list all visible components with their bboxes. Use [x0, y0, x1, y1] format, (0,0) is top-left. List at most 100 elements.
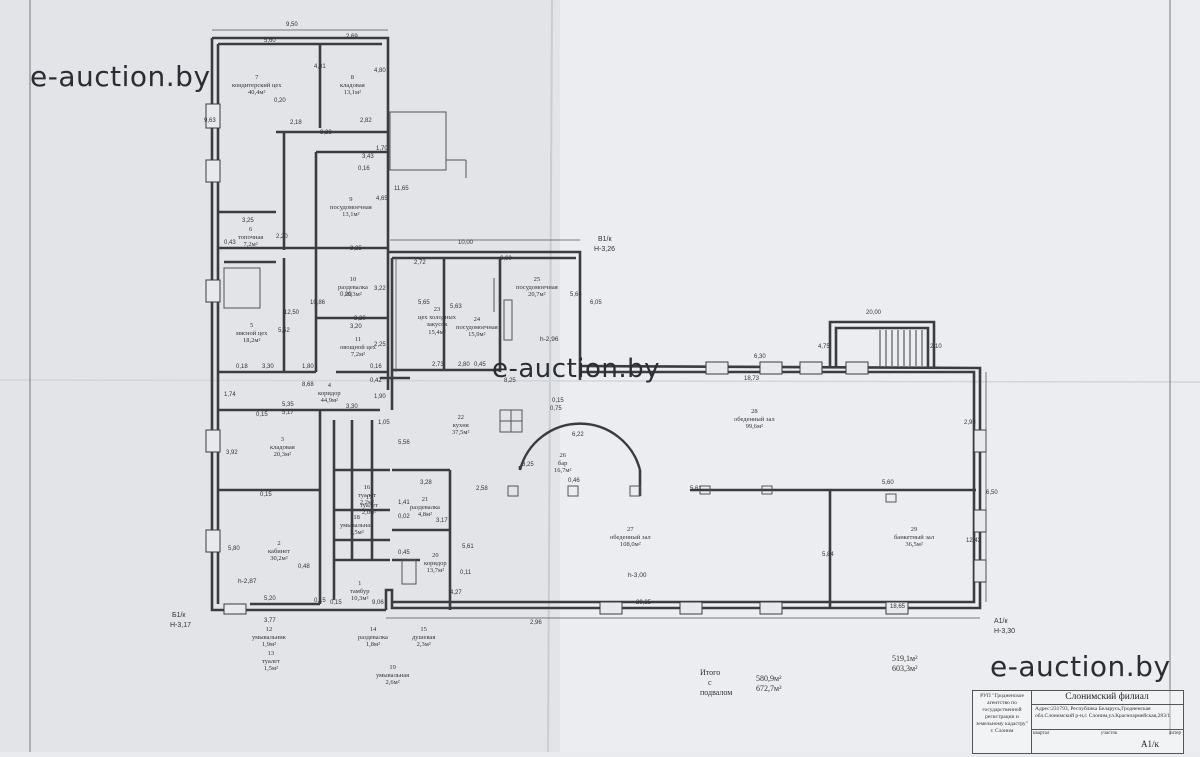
dimension-label: 6,05	[590, 300, 602, 306]
dimension-label: 0,46	[568, 478, 580, 484]
room-label-line: раздевалка	[358, 633, 388, 641]
room-label-line: 1,9м²	[261, 641, 277, 648]
room-label-line: 24	[473, 316, 481, 323]
dimension-label: 1,90	[374, 394, 386, 400]
dimension-label: 1,70	[376, 146, 388, 152]
room-label-line: кондитерский цех	[232, 81, 282, 89]
room-label-line: посудомоечная	[516, 283, 558, 291]
dimension-label: 29,25	[636, 600, 652, 606]
dimension-label: 0,15	[260, 492, 272, 498]
room-label-line: 8	[350, 74, 354, 81]
dimension-label: 1,05	[378, 420, 390, 426]
dimension-label: 5,61	[690, 486, 702, 492]
room-label-line: 2,0м²	[361, 509, 377, 516]
total-value-b: 519,1м² 603,3м²	[892, 654, 917, 674]
dimension-label: 3,30	[346, 404, 358, 410]
room-label-line: 2,3м²	[416, 641, 431, 648]
dimension-label: 4,81	[314, 64, 326, 70]
dimension-label: 5,60	[264, 38, 276, 44]
room-label-line: посудомоечная	[330, 203, 372, 211]
dimension-label: 5,60	[882, 480, 894, 486]
ceiling-height-label: h-3,00	[628, 572, 647, 579]
room-label-line: 1,5м²	[349, 529, 364, 536]
dimension-label: 5,80	[228, 546, 240, 552]
dimension-label: 3,30	[262, 364, 274, 370]
dimension-label: 8,25	[504, 378, 516, 384]
room-label-line: коридор	[424, 559, 447, 567]
dimension-label: 4,80	[374, 68, 386, 74]
room-label-line: 5	[250, 322, 254, 329]
room-label-line: душевая	[412, 633, 436, 641]
dimension-label: 5,64	[570, 292, 582, 298]
room-label-line: 15,9м²	[468, 331, 486, 338]
dimension-label: 9,50	[286, 22, 298, 28]
total-value: 603,3м²	[892, 664, 918, 673]
stamp-col: литер	[1168, 731, 1181, 736]
dimension-label: 2,10	[930, 344, 942, 350]
room-label-line: бар	[557, 459, 568, 467]
room-label-line: 23	[433, 306, 441, 313]
dimension-label: 2,72	[414, 260, 426, 266]
room-label-line: 4,8м²	[417, 511, 433, 518]
room-label-line: 11	[354, 336, 362, 343]
room-label-line: 10,3м²	[351, 595, 369, 602]
room-label-line: 12	[265, 626, 273, 633]
total-value: 580,9м²	[756, 674, 782, 683]
ceiling-height-label: h-2,96	[540, 336, 559, 343]
room-label-line: 29	[910, 526, 918, 533]
dimension-label: 5,56	[398, 440, 410, 446]
dimension-label: 0,15	[256, 412, 268, 418]
dimension-label: 0,15	[314, 598, 326, 604]
room-label-line: банкетный зал	[894, 533, 935, 541]
room-label-line: 44,9м²	[320, 397, 339, 404]
dimension-label: 0,15	[552, 398, 564, 404]
room-label-line: 108,0м²	[619, 541, 641, 548]
watermark: e-auction.by	[990, 650, 1171, 683]
dimension-label: 9,06	[372, 600, 384, 606]
room-label-line: 4	[327, 382, 331, 389]
room-label-line: кухня	[452, 421, 469, 429]
dimension-label: 3,23	[320, 130, 332, 136]
dimension-label: 3,92	[226, 450, 238, 456]
room-label-line: 20,3м²	[273, 451, 292, 458]
room-label-line: 15,4м²	[428, 328, 446, 336]
room-label-line: 28	[751, 408, 758, 415]
room-label-line: цех холодных закусок	[417, 313, 457, 329]
room-label-line: 10	[349, 276, 357, 283]
stamp-address: Адрес:231793, Республика Беларусь,Гродне…	[1035, 706, 1171, 719]
dimension-label: 0,48	[298, 564, 310, 570]
room-label-line: 9	[349, 196, 353, 203]
dimension-label: 12,50	[284, 310, 300, 316]
dimension-label: 0,16	[370, 364, 382, 370]
room-label-line: раздевалка	[338, 283, 368, 291]
total-label-line: Итого	[700, 668, 721, 677]
total-value: 519,1м²	[892, 654, 918, 663]
axis-mark: В1/к	[598, 236, 612, 243]
total-label-line: с	[708, 678, 712, 687]
total-label: Итого с подвалом	[700, 668, 732, 698]
room-label-line: обеденный зал	[610, 533, 651, 541]
dimension-label: 20,00	[866, 310, 882, 316]
stamp-col: квартал	[1033, 731, 1050, 736]
room-label-line: 21	[421, 496, 429, 503]
dimension-label: 10,00	[458, 240, 474, 246]
dimension-label: 2,96	[530, 620, 542, 626]
dimension-label: 0,16	[358, 166, 370, 172]
room-label-line: 13	[267, 650, 275, 657]
dimension-label: 18,73	[744, 376, 760, 382]
watermark: e-auction.by	[30, 60, 211, 93]
dimension-label: 3,25	[522, 462, 534, 468]
